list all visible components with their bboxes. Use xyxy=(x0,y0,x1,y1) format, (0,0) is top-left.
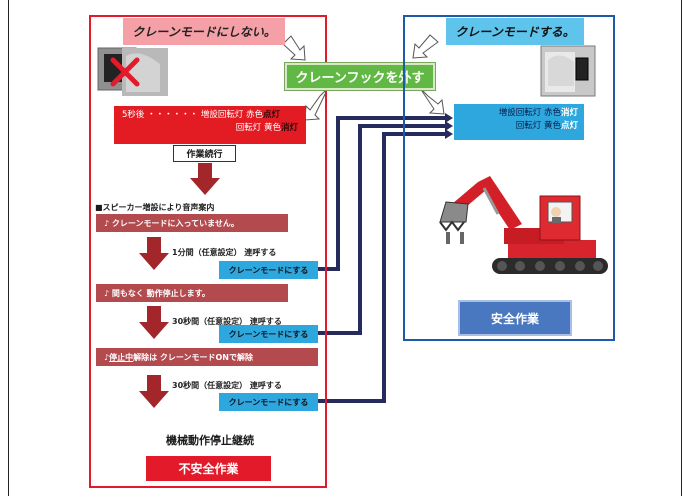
page-rule-left xyxy=(8,0,9,496)
continue-work-label: 作業続行 xyxy=(173,145,236,162)
left-panel-header: クレーンモードにしない。 xyxy=(123,18,285,45)
page-rule-right xyxy=(681,0,682,496)
right-alarm-line-1-state: 消灯 xyxy=(560,108,578,118)
announcement-3-text: 解除は クレーンモードONで解除 xyxy=(133,352,253,362)
right-alarm-line-1-text: 増設回転灯 赤色 xyxy=(498,108,561,118)
left-panel xyxy=(89,15,327,488)
crane-mode-button-3[interactable]: クレーンモードにする xyxy=(219,393,318,411)
announcement-1: ♪ クレーンモードに入っていません。 xyxy=(96,214,288,232)
right-panel xyxy=(403,15,615,341)
left-alarm-line-2: 回転灯 黄色消灯 xyxy=(122,122,298,135)
hollow-arrow-icon xyxy=(419,87,445,115)
remove-crane-hook-label: クレーンフックを外す xyxy=(285,63,435,90)
hollow-arrow-icons xyxy=(282,34,445,121)
down-arrow-icon xyxy=(139,237,169,270)
announcement-3-prefix: ♪ xyxy=(104,352,110,362)
call-duration-3: 30秒間（任意設定） 連呼する xyxy=(172,381,282,390)
connector-line-1 xyxy=(318,116,445,271)
call-duration-2: 30秒間（任意設定） 連呼する xyxy=(172,317,282,326)
right-alarm-line-1: 増設回転灯 赤色消灯 xyxy=(460,107,578,120)
left-alarm-line-1-text: 5秒後 ・・・・・・ 増設回転灯 赤色 xyxy=(122,110,264,120)
right-panel-header: クレーンモードする。 xyxy=(446,18,584,45)
connector-arrowheads xyxy=(445,113,453,139)
hollow-arrow-icon xyxy=(282,35,306,61)
hollow-arrow-icon xyxy=(412,34,439,59)
down-arrow-icon xyxy=(190,163,220,195)
down-arrow-icon xyxy=(139,375,169,408)
connector-line-2 xyxy=(318,124,445,335)
left-alarm-status: 5秒後 ・・・・・・ 増設回転灯 赤色点灯 回転灯 黄色消灯 xyxy=(114,106,306,144)
announcement-3-stopping: 停止中 xyxy=(109,352,134,362)
machine-stop-continues: 機械動作停止継続 xyxy=(166,434,254,447)
down-arrow-icon xyxy=(139,306,169,339)
left-alarm-line-2-text: 回転灯 黄色 xyxy=(235,123,281,133)
x-mark-icon xyxy=(110,57,140,87)
unsafe-work-badge: 不安全作業 xyxy=(146,456,271,481)
crane-switch-photo-right xyxy=(540,45,596,97)
announcement-2: ♪ 間もなく 動作停止します。 xyxy=(96,284,288,302)
call-duration-1: 1分間（任意設定） 連呼する xyxy=(172,248,277,257)
connector-line-3 xyxy=(318,132,445,403)
left-alarm-line-1-state: 点灯 xyxy=(263,110,281,120)
right-alarm-line-2: 回転灯 黄色点灯 xyxy=(460,120,578,133)
down-arrow-icons xyxy=(139,163,220,408)
connector-lines xyxy=(318,116,445,403)
right-alarm-line-2-text: 回転灯 黄色 xyxy=(515,121,561,131)
announcement-3: ♪ 停止中 解除は クレーンモードONで解除 xyxy=(96,348,318,366)
right-alarm-line-2-state: 点灯 xyxy=(560,121,578,131)
crane-switch-photo-left xyxy=(97,47,168,96)
speaker-note: ■スピーカー増設により音声案内 xyxy=(95,203,215,212)
left-alarm-line-2-state: 消灯 xyxy=(280,123,298,133)
left-alarm-line-1: 5秒後 ・・・・・・ 増設回転灯 赤色点灯 xyxy=(122,109,298,122)
safe-work-badge: 安全作業 xyxy=(458,300,572,336)
crane-mode-button-2[interactable]: クレーンモードにする xyxy=(219,325,318,343)
excavator-icon xyxy=(439,176,608,274)
crane-mode-button-1[interactable]: クレーンモードにする xyxy=(219,261,318,279)
right-alarm-status: 増設回転灯 赤色消灯 回転灯 黄色点灯 xyxy=(454,104,584,140)
